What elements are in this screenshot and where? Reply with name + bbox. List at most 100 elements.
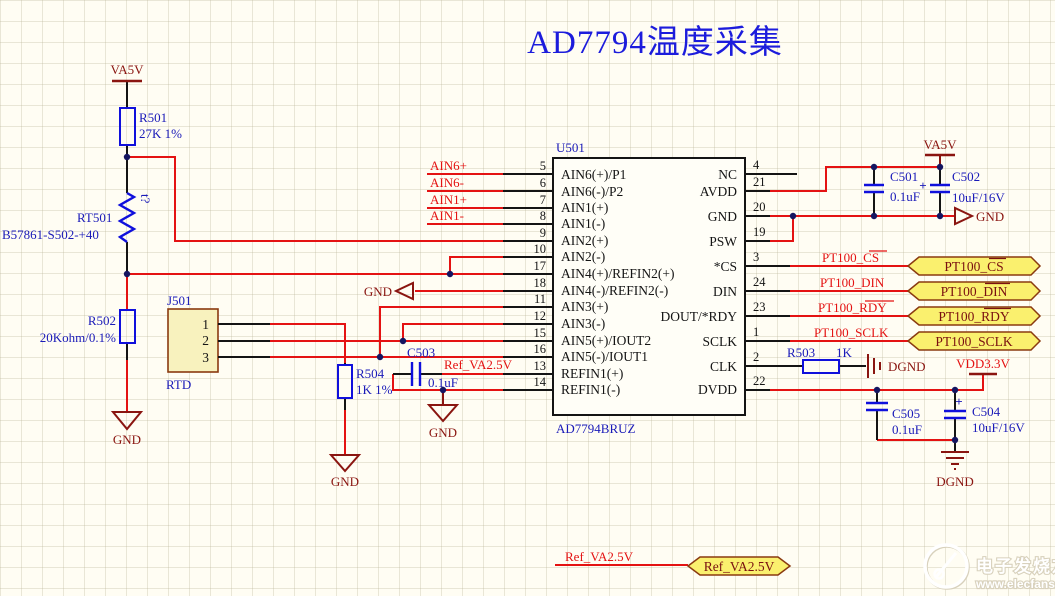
spi-net-labels: PT100_CS PT100_DIN PT100_RDY PT100_SCLK xyxy=(814,250,894,340)
r501-designator: R501 xyxy=(139,110,167,125)
svg-text:AIN2(-): AIN2(-) xyxy=(561,249,605,264)
svg-text:18: 18 xyxy=(534,276,547,290)
svg-text:NC: NC xyxy=(718,167,737,182)
j501-pin3: 3 xyxy=(202,350,209,365)
net-label-ref-bottom: Ref_VA2.5V xyxy=(565,549,634,564)
svg-text:12: 12 xyxy=(534,309,547,323)
svg-text:24: 24 xyxy=(753,275,766,289)
capacitor-c502[interactable]: + C502 10uF/16V xyxy=(919,169,1005,205)
c503-value: 0.1uF xyxy=(428,375,458,390)
ic-right-pin-stubs xyxy=(745,173,803,391)
svg-text:AIN2(+): AIN2(+) xyxy=(561,233,608,248)
power-port-va5v-left[interactable]: VA5V xyxy=(111,62,145,83)
port-ref-va25v[interactable]: Ref_VA2.5V xyxy=(686,556,792,576)
port-pt100-sclk[interactable]: PT100_SCLK xyxy=(906,331,1042,351)
net-label-ref-pin13: Ref_VA2.5V xyxy=(444,357,513,372)
c503-designator: C503 xyxy=(407,345,435,360)
svg-text:REFIN1(+): REFIN1(+) xyxy=(561,366,623,381)
gnd-port-pin18[interactable]: GND xyxy=(364,281,414,301)
gnd-port-left[interactable]: GND xyxy=(110,411,144,447)
port-label: PT100_SCLK xyxy=(935,334,1013,349)
port-pt100-din[interactable]: PT100_DIN xyxy=(906,281,1042,301)
svg-text:GND: GND xyxy=(708,209,737,224)
r502-designator: R502 xyxy=(88,313,116,328)
gnd-port-r504[interactable]: GND xyxy=(328,454,362,489)
polarity-plus-icon: + xyxy=(919,178,926,193)
svg-text:PT100_DIN: PT100_DIN xyxy=(820,275,885,290)
dgnd-port-bottom[interactable]: DGND xyxy=(936,451,974,489)
svg-text:AIN3(+): AIN3(+) xyxy=(561,299,608,314)
gnd-port-right[interactable]: GND xyxy=(954,206,1004,226)
port-label: PT100_CS xyxy=(944,259,1003,274)
junction-dots xyxy=(123,153,959,444)
resistor-r503[interactable]: R503 1K xyxy=(787,345,853,374)
rt501-value: B57861-S502-+40 xyxy=(2,227,99,242)
c505-designator: C505 xyxy=(892,406,920,421)
connector-j501[interactable]: J501 1 2 3 RTD xyxy=(166,293,270,392)
svg-text:DIN: DIN xyxy=(713,284,737,299)
j501-type: RTD xyxy=(166,377,191,392)
svg-text:4: 4 xyxy=(753,158,760,172)
gnd-arrow-icon xyxy=(954,206,975,226)
gnd-arrow-icon xyxy=(393,281,414,301)
dgnd-label: DGND xyxy=(936,474,974,489)
port-pt100-rdy[interactable]: PT100_RDY xyxy=(906,306,1042,326)
gnd-triangle-icon xyxy=(426,404,460,423)
svg-text:DVDD: DVDD xyxy=(698,382,737,397)
svg-text:AIN3(-): AIN3(-) xyxy=(561,316,605,331)
resistor-r501[interactable]: R501 27K 1% xyxy=(119,107,182,146)
svg-text:11: 11 xyxy=(534,292,546,306)
svg-text:AIN6-: AIN6- xyxy=(430,175,464,190)
ic-u501[interactable]: U501 AD7794BRUZ 5 6 7 8 9 10 17 18 11 12… xyxy=(503,140,803,436)
port-label: PT100_DIN xyxy=(941,284,1008,299)
capacitor-c501[interactable]: C501 0.1uF xyxy=(864,169,920,204)
svg-text:14: 14 xyxy=(534,375,547,389)
svg-text:DOUT/*RDY: DOUT/*RDY xyxy=(661,309,738,324)
resistor-r502[interactable]: R502 20Kohm/0.1% xyxy=(40,309,136,345)
polarity-plus-icon: + xyxy=(955,394,962,409)
watermark-site: www.elecfans.com xyxy=(975,577,1055,591)
c502-value: 10uF/16V xyxy=(952,190,1005,205)
capacitor-c504[interactable]: + C504 10uF/16V xyxy=(944,394,1025,435)
dgnd-port-r503[interactable]: DGND xyxy=(867,354,926,378)
elecfans-logo-icon xyxy=(923,543,969,589)
svg-text:AIN5(-)/IOUT1: AIN5(-)/IOUT1 xyxy=(561,349,648,364)
power-port-va5v-right[interactable]: VA5V xyxy=(924,137,958,167)
resistor-r504[interactable]: R504 1K 1% xyxy=(337,364,393,399)
capacitor-c503[interactable]: C503 0.1uF xyxy=(407,345,458,390)
rt501-marking: t? xyxy=(138,194,153,204)
svg-text:AIN6(-)/P2: AIN6(-)/P2 xyxy=(561,184,623,199)
svg-text:PT100_SCLK: PT100_SCLK xyxy=(814,325,889,340)
thermistor-rt501[interactable]: RT501 B57861-S502-+40 t? xyxy=(2,191,153,243)
gnd-label: GND xyxy=(113,432,141,447)
port-label: Ref_VA2.5V xyxy=(704,559,775,574)
ic-left-pin-numbers: 5 6 7 8 9 10 17 18 11 12 15 16 13 14 xyxy=(534,159,547,389)
svg-text:6: 6 xyxy=(540,176,546,190)
svg-text:13: 13 xyxy=(534,359,547,373)
svg-text:8: 8 xyxy=(540,209,546,223)
vdd33-label: VDD3.3V xyxy=(956,356,1010,371)
port-pt100-cs[interactable]: PT100_CS xyxy=(906,256,1042,276)
gnd-port-c503[interactable]: GND xyxy=(426,404,460,440)
j501-designator: J501 xyxy=(167,293,192,308)
gnd-triangle-icon xyxy=(328,454,362,473)
schematic-title: AD7794温度采集 xyxy=(527,24,783,61)
svg-text:2: 2 xyxy=(753,350,759,364)
ic-right-pin-numbers: 4 21 20 19 3 24 23 1 2 22 xyxy=(753,158,766,388)
capacitor-c505[interactable]: C505 0.1uF xyxy=(866,401,922,437)
svg-text:AIN6(+)/P1: AIN6(+)/P1 xyxy=(561,167,626,182)
gnd-label: GND xyxy=(429,425,457,440)
svg-text:*CS: *CS xyxy=(714,259,737,274)
svg-text:23: 23 xyxy=(753,300,766,314)
wires xyxy=(126,156,984,566)
power-port-vdd33[interactable]: VDD3.3V xyxy=(956,356,1011,376)
svg-text:16: 16 xyxy=(534,342,547,356)
gnd-triangle-icon xyxy=(110,411,144,431)
c505-value: 0.1uF xyxy=(892,422,922,437)
c504-designator: C504 xyxy=(972,404,1001,419)
svg-text:PT100_RDY: PT100_RDY xyxy=(818,300,887,315)
svg-text:SCLK: SCLK xyxy=(702,334,737,349)
svg-text:15: 15 xyxy=(534,326,547,340)
